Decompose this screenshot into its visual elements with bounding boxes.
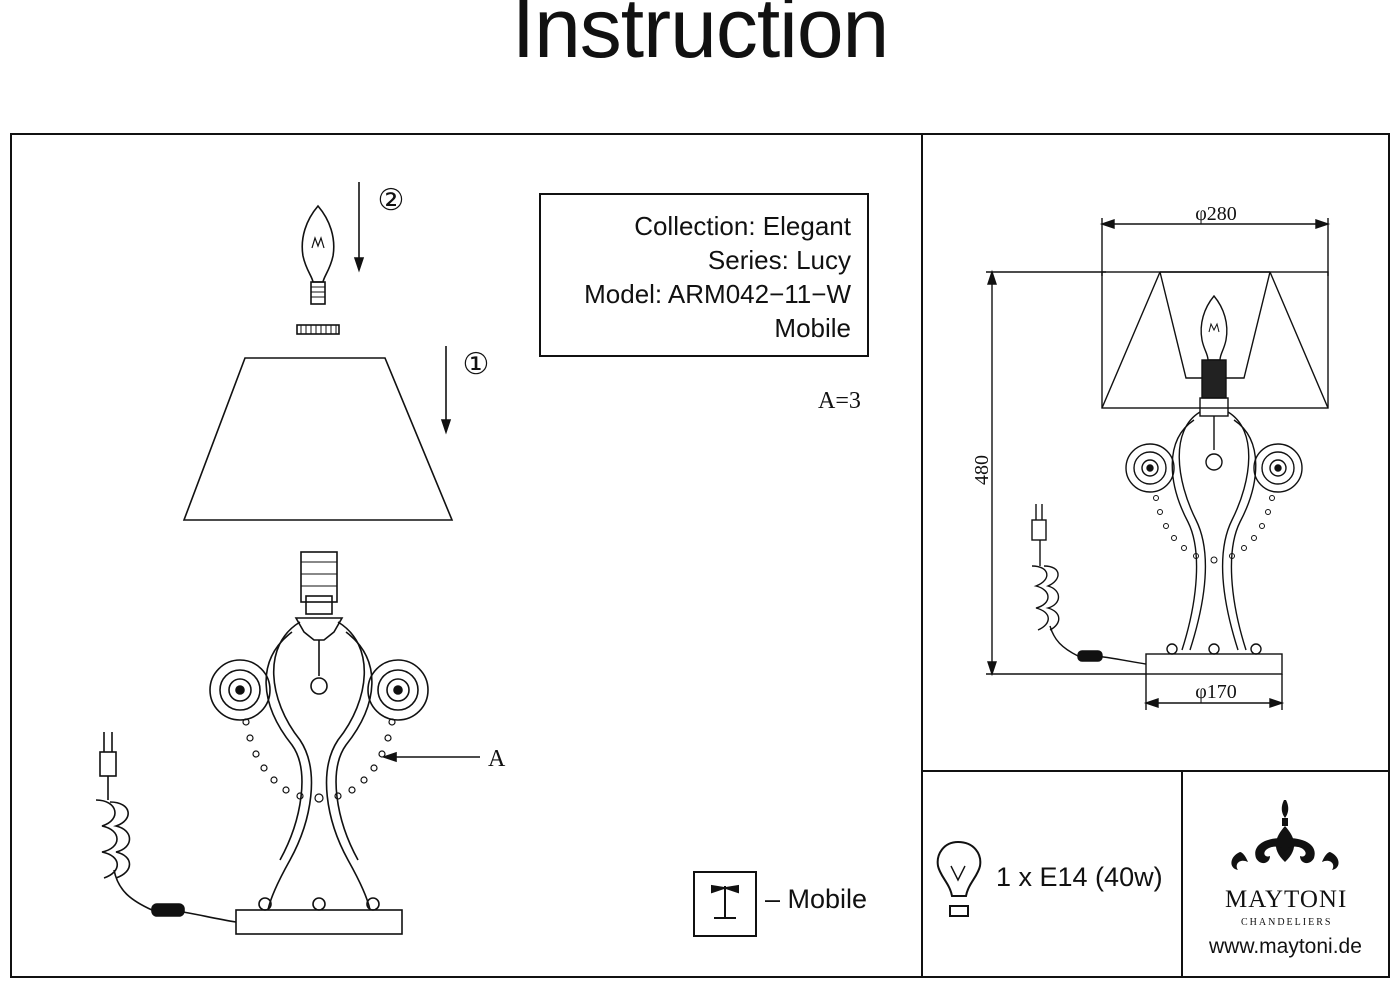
series-text: Series: Lucy (707, 245, 851, 275)
assembly-drawing (95, 182, 480, 935)
candle-bulb-icon (301, 204, 335, 305)
bulb-spec-text: 1 x E14 (40w) (996, 862, 1163, 892)
maytoni-ornament-icon (1231, 800, 1339, 870)
model-text: Model: ARM042−11−W (584, 279, 851, 309)
power-cord (95, 732, 237, 923)
height-label: 480 (971, 455, 993, 485)
lamp-base (235, 909, 403, 935)
type-text: Mobile (774, 313, 851, 343)
shade-diameter-label: φ280 (1195, 203, 1237, 225)
dimension-drawing (986, 218, 1331, 710)
base-diameter-label: φ170 (1195, 681, 1237, 703)
brand-name: MAYTONI (1225, 886, 1348, 913)
bead-marker-label: A (488, 746, 506, 772)
lamp-shade (182, 357, 454, 521)
website-link[interactable]: www.maytoni.de (1209, 935, 1362, 958)
page-title: Instruction (511, 0, 890, 75)
bead-count-label: A=3 (818, 388, 861, 414)
product-info-box: Collection: Elegant Series: Lucy Model: … (539, 193, 869, 357)
bead-chains (242, 718, 396, 803)
step-arrows (353, 182, 452, 435)
spiral-scroll-right (367, 659, 429, 721)
mobile-lamp-icon (693, 871, 757, 937)
socket-ring (296, 324, 340, 335)
brand-subtitle: CHANDELIERS (1241, 917, 1333, 928)
spiral-scroll-left (209, 659, 271, 721)
mobile-legend-text: – Mobile (765, 884, 868, 914)
step-1-label: ① (463, 348, 490, 381)
step-2-label: ② (378, 184, 405, 217)
collection-text: Collection: Elegant (634, 211, 851, 241)
lamp-socket (300, 551, 338, 603)
bulb-icon (936, 840, 982, 917)
frame (10, 133, 1390, 978)
